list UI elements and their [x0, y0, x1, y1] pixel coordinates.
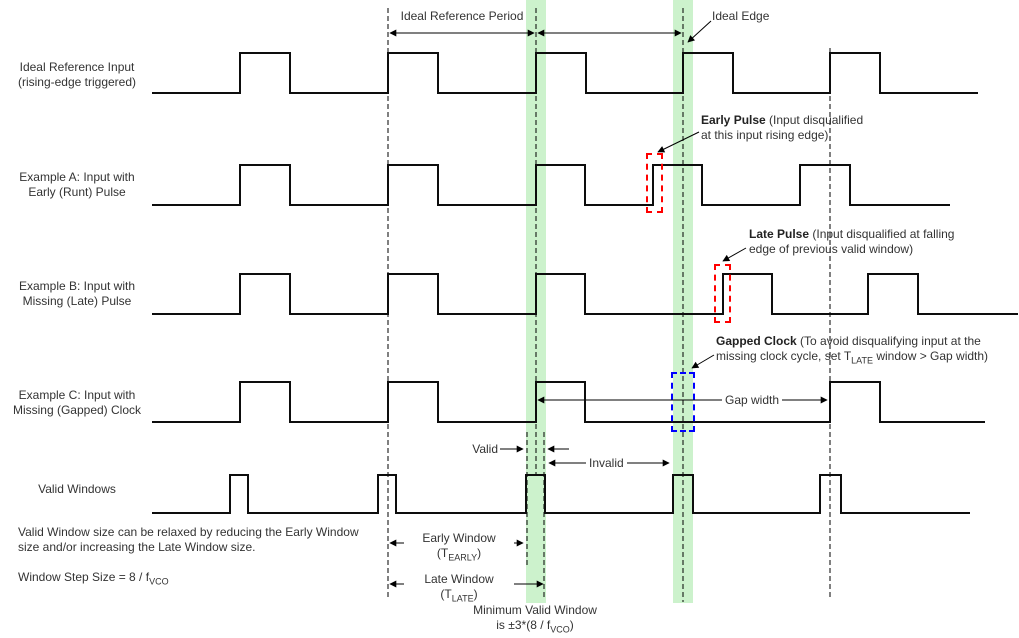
late-window-t-sub: LATE — [451, 593, 474, 604]
late-pulse-label-line1: Late Pulse (Input disqualified at fallin… — [749, 227, 954, 242]
example-a-waveform — [152, 164, 950, 206]
early-pulse-label-line2: at this input rising edge) — [701, 128, 829, 142]
early-window-t-sub: EARLY — [448, 552, 478, 563]
early-pulse-pointer — [657, 131, 700, 153]
gap-width-label: Gap width — [722, 393, 783, 408]
relax-note: Valid Window size can be relaxed by redu… — [18, 525, 359, 555]
early-window-t-post: ) — [477, 546, 482, 560]
late-pulse-label-rest: (Input disqualified at falling — [809, 227, 955, 241]
valid-label: Valid — [472, 442, 498, 456]
early-pulse-label-rest: (Input disqualified — [765, 113, 864, 127]
ideal-edge-pointer — [687, 20, 712, 43]
ideal-reference-period-label: Ideal Reference Period — [400, 9, 524, 23]
late-pulse-label-line2: edge of previous valid window) — [749, 242, 914, 256]
row-label-line: Example C: Input with — [18, 388, 136, 402]
gapped-clock-label-bold: Gapped Clock — [716, 334, 797, 348]
gapped-clock-highlight-box — [671, 372, 695, 432]
row-label-line: Example A: Input with — [19, 170, 135, 184]
early-window-t-pre: (T — [436, 546, 449, 560]
valid-windows-waveform — [152, 474, 970, 514]
window-step-size-pre: Window Step Size = 8 / f — [18, 570, 150, 584]
row-label-example-b: Example B: Input with Missing (Late) Pul… — [2, 279, 152, 309]
late-pulse-highlight-box — [714, 264, 731, 323]
invalid-label: Invalid — [586, 456, 627, 471]
row-label-line: Example B: Input with — [18, 279, 136, 293]
window-step-size-label: Window Step Size = 8 / fVCO — [18, 570, 169, 587]
gapped-clock-label-line1: Gapped Clock (To avoid disqualifying inp… — [716, 334, 988, 349]
minimum-valid-window-post: ) — [569, 618, 574, 632]
example-b-waveform — [152, 273, 1018, 315]
row-label-line: Ideal Reference Input — [19, 60, 135, 74]
minimum-valid-window-sub: VCO — [550, 624, 570, 635]
early-pulse-label: Early Pulse (Input disqualified at this … — [701, 113, 863, 143]
row-label-line: Early (Runt) Pulse — [28, 185, 126, 199]
gapped-clock-label: Gapped Clock (To avoid disqualifying inp… — [716, 334, 989, 366]
late-window-t-pre: (T — [440, 587, 452, 601]
late-pulse-pointer — [722, 247, 747, 262]
minimum-valid-window-line2: is ±3*(8 / fVCO) — [460, 618, 610, 635]
minimum-valid-window-label: Minimum Valid Window is ±3*(8 / fVCO) — [460, 603, 610, 635]
ideal-reference-input-waveform — [152, 52, 978, 94]
minimum-valid-window-pre: is ±3*(8 / f — [496, 618, 551, 632]
late-pulse-label: Late Pulse (Input disqualified at fallin… — [749, 227, 954, 257]
late-window-label-line2: (TLATE) — [407, 587, 511, 604]
gapped-clock-label-line2-pre: missing clock cycle, set T — [716, 349, 852, 363]
early-window-label-line1: Early Window — [422, 531, 496, 545]
late-window-label-line1: Late Window — [424, 572, 494, 586]
valid-window-band-2 — [673, 0, 693, 603]
early-pulse-label-bold: Early Pulse — [701, 113, 766, 127]
row-label-example-a: Example A: Input with Early (Runt) Pulse — [2, 170, 152, 200]
gapped-clock-label-line2-post: window > Gap width) — [873, 349, 989, 363]
row-label-line: Missing (Gapped) Clock — [12, 403, 142, 417]
row-label-line: Valid Windows — [38, 482, 116, 496]
early-pulse-label-line1: Early Pulse (Input disqualified — [701, 113, 863, 128]
example-c-waveform — [152, 381, 985, 423]
relax-note-line1: Valid Window size can be relaxed by redu… — [18, 525, 359, 539]
late-pulse-label-bold: Late Pulse — [749, 227, 810, 241]
minimum-valid-window-line1: Minimum Valid Window — [473, 603, 597, 617]
early-window-label-line2: (TEARLY) — [407, 546, 511, 563]
late-window-t-post: ) — [473, 587, 478, 601]
gapped-clock-label-rest: (To avoid disqualifying input at the — [796, 334, 981, 348]
row-label-valid-windows: Valid Windows — [2, 482, 152, 497]
gapped-clock-pointer — [691, 354, 715, 369]
gapped-clock-label-line2: missing clock cycle, set TLATE window > … — [716, 349, 989, 366]
late-window-label: Late Window (TLATE) — [404, 572, 514, 604]
early-pulse-highlight-box — [646, 153, 663, 213]
early-window-label: Early Window (TEARLY) — [404, 531, 514, 563]
gapped-clock-label-line2-sub: LATE — [851, 355, 873, 366]
row-label-example-c: Example C: Input with Missing (Gapped) C… — [2, 388, 152, 418]
row-label-line: Missing (Late) Pulse — [22, 294, 132, 308]
ideal-edge-label: Ideal Edge — [712, 9, 770, 23]
relax-note-line2: size and/or increasing the Late Window s… — [18, 540, 256, 554]
row-label-ideal-reference-input: Ideal Reference Input (rising-edge trigg… — [2, 60, 152, 90]
row-label-line: (rising-edge triggered) — [17, 75, 137, 89]
window-step-size-sub: VCO — [149, 576, 169, 587]
